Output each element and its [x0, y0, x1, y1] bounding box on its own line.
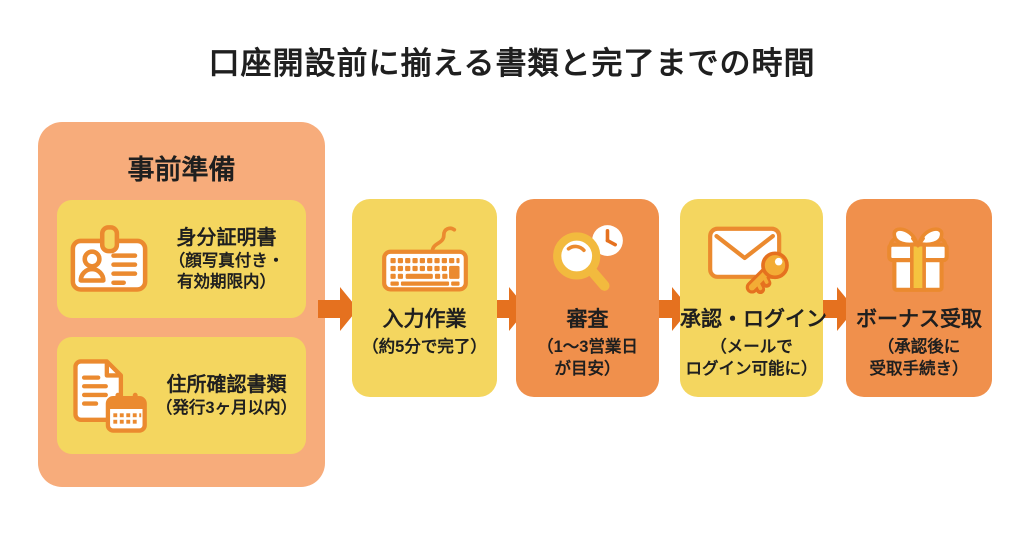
search-clock-icon [516, 221, 659, 295]
prep-card-id-document: 身分証明書 （顔写真付き・ 有効期限内） [57, 200, 306, 318]
step-title: 入力作業 [382, 308, 467, 331]
step-note-line: が目安） [554, 360, 621, 379]
step-note-line: 受取手続き） [869, 360, 969, 379]
step-note-line: （約5分で完了） [362, 338, 487, 356]
step-note-line: （メールで [710, 338, 793, 356]
mail-key-icon [680, 221, 823, 295]
keyboard-icon [352, 221, 497, 295]
preparation-heading: 事前準備 [127, 155, 236, 185]
page-title: 口座開設前に揃える書類と完了までの時間 [208, 46, 816, 81]
step-note: （メールで ログイン可能に） [680, 336, 823, 381]
step-card-bonus: ボーナス受取 （承認後に 受取手続き） [846, 199, 992, 397]
gift-icon [846, 221, 992, 295]
prep-card-note-line: （顔写真付き・ [168, 251, 285, 270]
prep-card-text: 身分証明書 （顔写真付き・ 有効期限内） [153, 225, 300, 294]
prep-card-note-line: 有効期限内） [177, 273, 276, 291]
prep-card-text: 住所確認書類 （発行3ヶ月以内） [153, 372, 300, 419]
step-title: ボーナス受取 [856, 308, 982, 331]
step-note-line: ログイン可能に） [685, 360, 818, 379]
id-card-icon [65, 224, 153, 294]
step-card-input: 入力作業 （約5分で完了） [352, 199, 497, 397]
step-card-approval-login: 承認・ログイン （メールで ログイン可能に） [680, 199, 827, 397]
flow-arrow [318, 287, 358, 331]
prep-card-title: 身分証明書 [176, 226, 277, 249]
step-note-line: （承認後に [877, 338, 961, 356]
step-note: （1〜3営業日 が目安） [516, 336, 659, 381]
step-note-line: （1〜3営業日 [537, 338, 638, 356]
step-note: （約5分で完了） [352, 336, 497, 358]
preparation-panel: 事前準備 身分証明書 （顔写真付き・ 有効期限内） [38, 122, 325, 487]
document-calendar-icon [65, 357, 153, 435]
flow-arrow [815, 287, 855, 331]
prep-card-address-document: 住所確認書類 （発行3ヶ月以内） [57, 337, 306, 454]
prep-card-title: 住所確認書類 [166, 373, 287, 396]
step-title: 承認・ログイン [680, 308, 827, 331]
step-note: （承認後に 受取手続き） [846, 336, 992, 381]
prep-card-note-line: （発行3ヶ月以内） [155, 398, 298, 417]
step-card-review: 審査 （1〜3営業日 が目安） [516, 199, 659, 397]
step-title: 審査 [566, 308, 609, 331]
